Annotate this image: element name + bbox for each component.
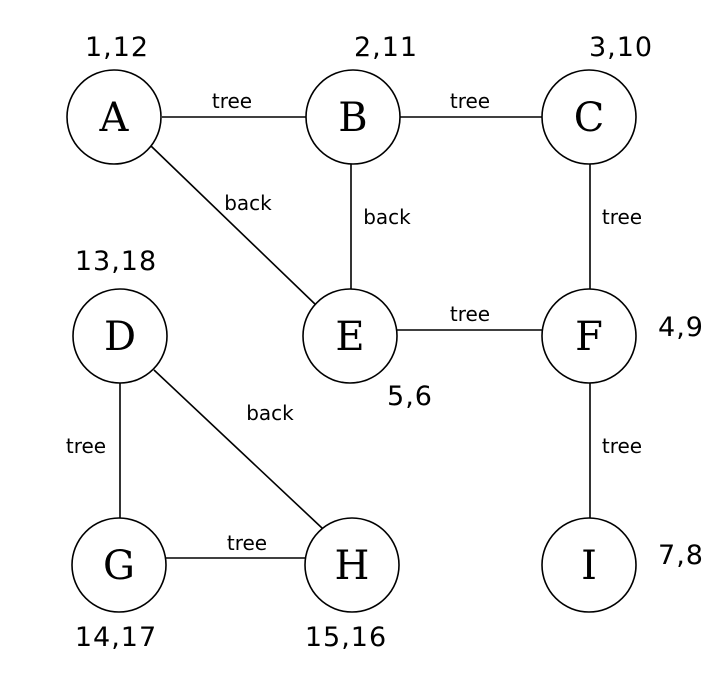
node-label-a: A xyxy=(99,95,130,141)
node-label-i: I xyxy=(581,543,597,589)
edge-label-f-i: tree xyxy=(602,434,642,458)
node-g: G xyxy=(71,517,167,613)
node-e: E xyxy=(302,288,398,384)
times-label-f: 4,9 xyxy=(658,312,704,343)
edge-label-a-b: tree xyxy=(212,89,252,113)
node-label-c: C xyxy=(574,95,605,141)
node-c: C xyxy=(541,69,637,165)
edge-label-d-g: tree xyxy=(66,434,106,458)
node-h: H xyxy=(304,517,400,613)
edge-label-c-f: tree xyxy=(602,205,642,229)
times-label-d: 13,18 xyxy=(75,246,157,277)
times-label-g: 14,17 xyxy=(75,622,157,653)
node-label-g: G xyxy=(103,543,135,589)
times-label-c: 3,10 xyxy=(589,32,653,63)
edge-a-e xyxy=(150,145,318,307)
edge-label-d-h: back xyxy=(246,401,294,425)
edge-label-g-h: tree xyxy=(227,531,267,555)
times-label-h: 15,16 xyxy=(305,622,387,653)
node-f: F xyxy=(541,288,637,384)
node-i: I xyxy=(541,517,637,613)
edge-label-e-f: tree xyxy=(450,302,490,326)
times-label-b: 2,11 xyxy=(354,32,418,63)
times-label-a: 1,12 xyxy=(85,32,149,63)
node-label-d: D xyxy=(104,314,136,360)
node-a: A xyxy=(66,69,162,165)
edge-label-b-c: tree xyxy=(450,89,490,113)
node-label-e: E xyxy=(335,314,364,360)
node-label-f: F xyxy=(575,314,603,360)
times-label-i: 7,8 xyxy=(658,540,704,571)
edge-d-h xyxy=(153,369,323,529)
node-d: D xyxy=(72,288,168,384)
node-label-b: B xyxy=(338,95,367,141)
node-b: B xyxy=(305,69,401,165)
times-label-e: 5,6 xyxy=(387,381,433,412)
edge-label-b-e: back xyxy=(363,205,411,229)
node-label-h: H xyxy=(335,543,370,589)
edge-label-a-e: back xyxy=(224,191,272,215)
